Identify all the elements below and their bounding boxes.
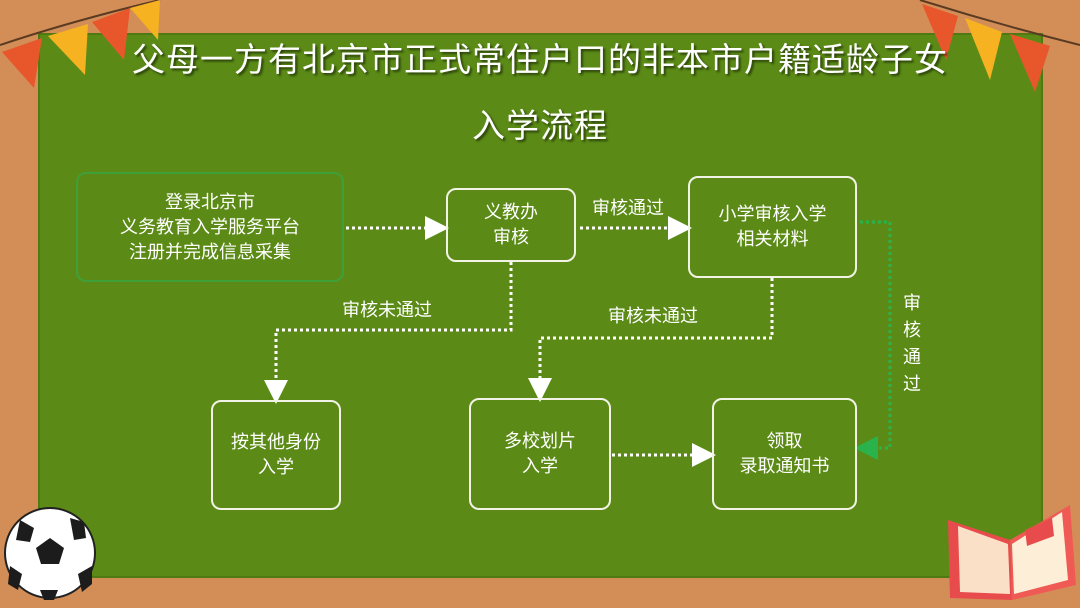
edge-school-to-multi bbox=[528, 278, 774, 402]
open-book-icon bbox=[948, 505, 1076, 600]
page-subtitle: 入学流程 bbox=[472, 106, 608, 145]
edge-label-pass-2: 审核通过 bbox=[903, 293, 921, 395]
node-register: 登录北京市 义务教育入学服务平台 注册并完成信息采集 bbox=[76, 172, 344, 282]
edge-label-fail-2: 审核未通过 bbox=[608, 306, 698, 327]
soccer-ball-icon bbox=[4, 507, 96, 600]
pennant-flags-icon bbox=[0, 0, 1080, 92]
edge-office-to-other bbox=[264, 262, 513, 404]
edge-label-fail-1: 审核未通过 bbox=[342, 300, 432, 321]
node-school-review: 小学审核入学 相关材料 bbox=[688, 176, 857, 278]
node-multi-school: 多校划片 入学 bbox=[469, 398, 611, 510]
node-admission-notice: 领取 录取通知书 bbox=[712, 398, 857, 510]
node-other-identity: 按其他身份 入学 bbox=[211, 400, 341, 510]
edge-label-pass-1: 审核通过 bbox=[592, 198, 664, 219]
edge-school-to-notice bbox=[854, 220, 892, 460]
page-title: 父母一方有北京市正式常住户口的非本市户籍适龄子女 bbox=[132, 40, 948, 79]
chalkboard bbox=[38, 33, 1043, 578]
node-edu-office: 义教办 审核 bbox=[446, 188, 576, 262]
